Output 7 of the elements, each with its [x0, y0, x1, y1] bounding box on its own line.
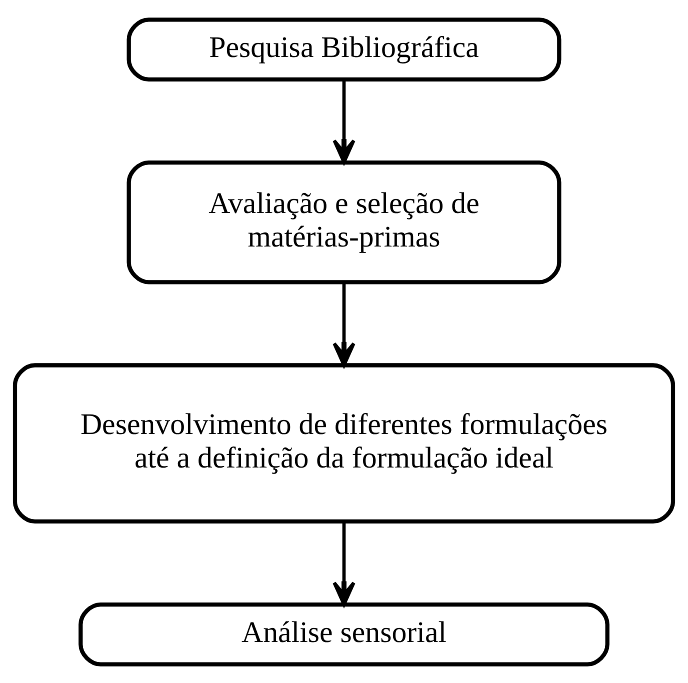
node-box: Pesquisa Bibliográfica — [126, 17, 562, 82]
node-box: Desenvolvimento de diferentes formulações até a definição da formulação ideal — [12, 362, 676, 524]
arrow — [332, 79, 356, 164]
node-box: Análise sensorial — [78, 602, 610, 666]
node-box: Avaliação e seleção de matérias-primas — [126, 160, 562, 284]
arrow — [332, 521, 356, 606]
arrow — [332, 282, 356, 366]
